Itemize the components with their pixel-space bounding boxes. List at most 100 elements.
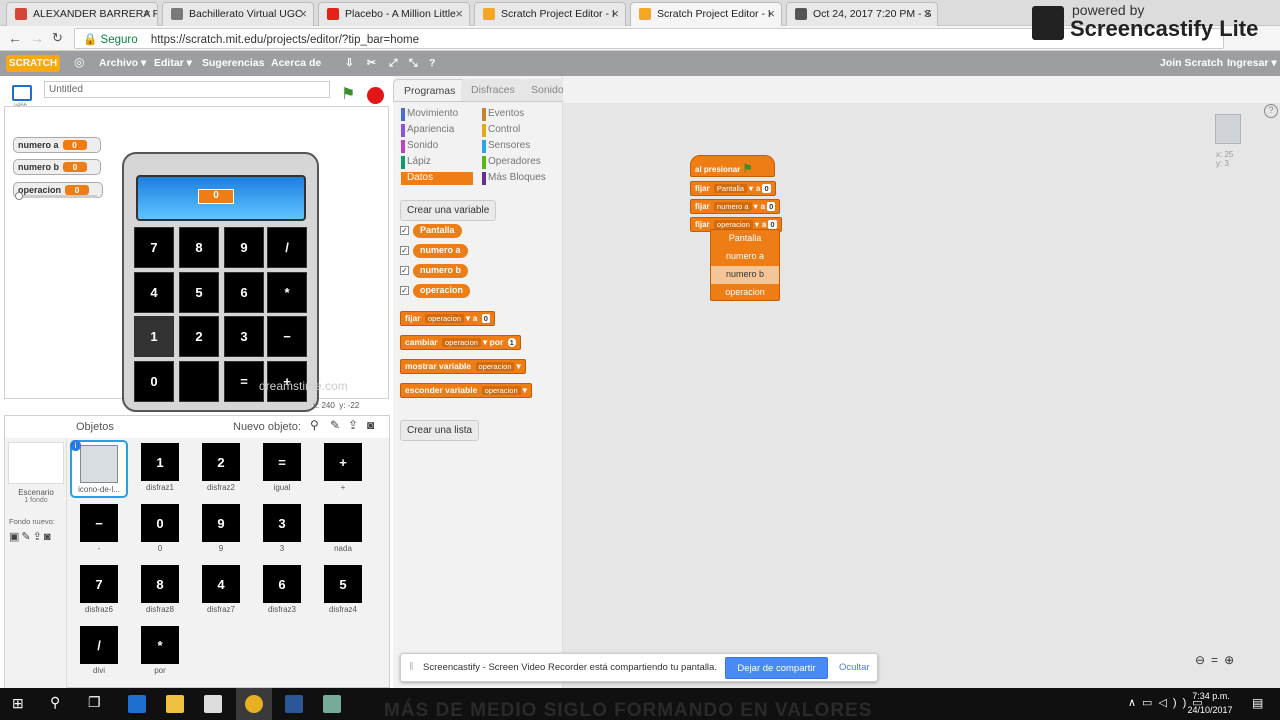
variable-reporter[interactable]: Pantalla — [413, 224, 462, 238]
set-variable-block[interactable]: fijar operacion▾ a 0 — [400, 311, 495, 326]
calculator-key[interactable] — [179, 361, 219, 402]
show-variable-block[interactable]: mostrar variable operacion▾ — [400, 359, 526, 374]
variable-reporter[interactable]: numero b — [413, 264, 469, 278]
project-title-input[interactable] — [44, 81, 330, 98]
script-value-input[interactable]: 0 — [768, 220, 777, 229]
app-icon[interactable] — [323, 695, 341, 713]
category-lápiz[interactable]: Lápiz — [401, 156, 431, 169]
word-icon[interactable] — [285, 695, 303, 713]
change-variable-block[interactable]: cambiar operacion▾ por 1 — [400, 335, 521, 350]
sprite-thumbnail[interactable]: ++ — [314, 440, 372, 498]
hide-button[interactable]: Ocultar — [839, 662, 870, 673]
sprite-thumbnail[interactable]: nada — [314, 501, 372, 559]
dropdown-option[interactable]: Pantalla — [728, 233, 762, 243]
close-tab-icon[interactable]: × — [923, 6, 931, 21]
join-scratch-link[interactable]: Join Scratch — [1160, 57, 1224, 69]
stage-thumb[interactable] — [8, 442, 64, 484]
search-icon[interactable]: ⚲ — [50, 694, 61, 710]
sprite-library-icon[interactable]: ⚲ — [310, 418, 319, 432]
calculator-key[interactable]: * — [267, 272, 307, 313]
windows-start-icon[interactable]: ⊞ — [12, 695, 24, 711]
sprite-thumbnail[interactable]: *por — [131, 623, 189, 681]
store-icon[interactable] — [204, 695, 222, 713]
variable-checkbox[interactable]: ✓ — [400, 246, 409, 255]
calculator-key[interactable]: 8 — [179, 227, 219, 268]
variable-checkbox[interactable]: ✓ — [400, 266, 409, 275]
create-list-button[interactable]: Crear una lista — [400, 420, 480, 441]
help-circle-icon[interactable]: ? — [1264, 104, 1278, 118]
drag-handle-icon[interactable]: ‖ — [409, 661, 414, 673]
browser-tab[interactable]: Scratch Project Editor - I× — [630, 2, 782, 26]
sprite-thumbnail[interactable]: −- — [70, 501, 128, 559]
category-datos[interactable]: Datos — [401, 172, 473, 185]
shrink-icon[interactable]: ⤡ — [409, 57, 418, 69]
calculator-key[interactable]: / — [267, 227, 307, 268]
duplicate-icon[interactable]: ⇩ — [345, 57, 354, 69]
sprite-thumbnail[interactable]: icono-de-l...i — [70, 440, 128, 498]
menu-archivo[interactable]: Archivo ▾ — [99, 57, 147, 69]
script-value-input[interactable]: 0 — [762, 184, 771, 193]
change-value-input[interactable]: 1 — [507, 338, 516, 347]
globe-icon[interactable]: ◎ — [74, 55, 85, 69]
category-más-bloques[interactable]: Más Bloques — [482, 172, 546, 185]
notifications-icon[interactable]: ▤ — [1252, 696, 1264, 710]
calculator-key[interactable]: 6 — [224, 272, 264, 313]
variable-reporter[interactable]: numero a — [413, 244, 468, 258]
stop-sharing-button[interactable]: Dejar de compartir — [725, 657, 828, 679]
help-icon[interactable]: ? — [429, 57, 436, 69]
slider-handle[interactable] — [15, 192, 23, 200]
slider-track[interactable] — [15, 192, 97, 200]
browser-tab[interactable]: Placebo - A Million Little× — [318, 2, 470, 26]
dropdown-option[interactable]: numero b — [711, 266, 779, 284]
menu-editar[interactable]: Editar ▾ — [154, 57, 192, 69]
palette-tab[interactable]: Programas — [393, 79, 467, 101]
task-view-icon[interactable]: ❐ — [88, 694, 101, 710]
browser-tab[interactable]: ALEXANDER BARRERA P× — [6, 2, 158, 26]
calculator-key[interactable]: 1 — [134, 316, 174, 357]
clock-date[interactable]: 24/10/2017 — [1187, 705, 1233, 715]
back-icon[interactable]: ← — [8, 30, 22, 46]
url-field[interactable]: 🔒 Seguro https://scratch.mit.edu/project… — [74, 28, 1224, 49]
script-var-dropdown[interactable]: numero a — [713, 202, 752, 211]
script-var-dropdown[interactable]: operacion — [713, 220, 753, 229]
calculator-key[interactable]: 4 — [134, 272, 174, 313]
variable-checkbox[interactable]: ✓ — [400, 286, 409, 295]
tray-icons[interactable]: ∧▭◁))▭ — [1128, 697, 1209, 709]
hide-var-dropdown[interactable]: operacion — [481, 386, 521, 395]
category-eventos[interactable]: Eventos — [482, 108, 524, 121]
change-var-dropdown[interactable]: operacion — [441, 338, 481, 347]
calculator-key[interactable]: 3 — [224, 316, 264, 357]
when-flag-clicked-block[interactable]: al presionar ⚑ — [690, 155, 775, 177]
set-value-input[interactable]: 0 — [481, 314, 490, 323]
set-var-dropdown[interactable]: operacion — [424, 314, 464, 323]
close-tab-icon[interactable]: × — [143, 6, 151, 21]
variable-checkbox[interactable]: ✓ — [400, 226, 409, 235]
stop-icon[interactable] — [367, 87, 384, 104]
scratch-logo[interactable]: SCRATCH — [6, 55, 60, 72]
calculator-key[interactable]: 2 — [179, 316, 219, 357]
dropdown-option[interactable]: numero a — [725, 251, 765, 261]
calculator-key[interactable]: 5 — [179, 272, 219, 313]
category-operadores[interactable]: Operadores — [482, 156, 541, 169]
calculator-key[interactable]: − — [267, 316, 307, 357]
reload-icon[interactable]: ↻ — [52, 30, 63, 45]
zoom-controls-icon[interactable]: ⊖=⊕ — [1195, 653, 1241, 667]
paint-icon[interactable]: ✎ — [330, 418, 341, 432]
green-flag-icon[interactable]: ⚑ — [341, 86, 356, 103]
palette-tab[interactable]: Disfraces — [461, 79, 525, 101]
edge-icon[interactable] — [128, 695, 146, 713]
script-value-input[interactable]: 0 — [767, 202, 776, 211]
signin-link[interactable]: Ingresar ▾ — [1227, 57, 1277, 69]
hide-variable-block[interactable]: esconder variable operacion▾ — [400, 383, 532, 398]
